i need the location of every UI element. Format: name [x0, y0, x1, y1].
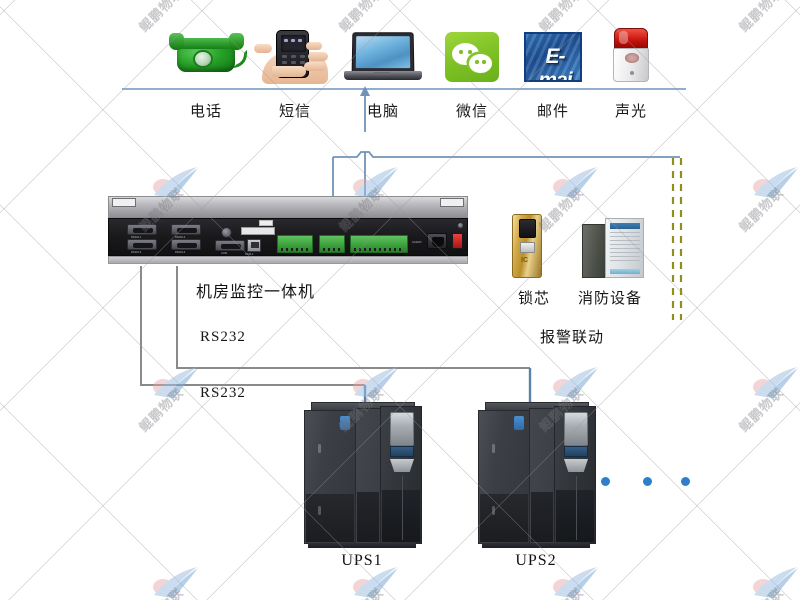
ups-vent-grille: [564, 459, 588, 472]
notification-channel-sms[interactable]: 短信: [252, 22, 338, 121]
rs232-label-lower: RS232: [200, 385, 246, 401]
notification-channel-email[interactable]: E-mai 邮件: [510, 22, 596, 121]
notification-label: 电脑: [366, 104, 399, 120]
ups-unit-2[interactable]: [478, 402, 596, 552]
rack-monitoring-device[interactable]: RS232-1 RS232-2 RS232-3 RS232-4 COM RJ45…: [108, 196, 468, 264]
notification-bus-bar: [333, 151, 680, 158]
sound-light-alarm-icon: [588, 22, 674, 84]
ups-brand-badge: [514, 416, 524, 430]
lock-label: 锁芯: [518, 291, 551, 307]
email-icon: E-mai: [510, 22, 596, 84]
wechat-icon: [429, 22, 515, 84]
ups-door-handle-lower[interactable]: [318, 506, 321, 515]
round-antenna-port[interactable]: [221, 227, 232, 238]
terminal-block-2[interactable]: [319, 235, 345, 253]
device-info-label: [241, 227, 275, 235]
ethernet-port-rj45[interactable]: [247, 239, 261, 252]
ground-screw: [457, 222, 464, 229]
device-chassis-top: [108, 196, 468, 218]
notification-label: 声光: [614, 104, 647, 120]
alarm-linkage-group-label: 报警联动: [540, 330, 605, 346]
rack-ear-right: [440, 198, 464, 207]
lock-core-icon: IC: [512, 214, 542, 278]
notification-channel-phone[interactable]: 电话: [163, 22, 249, 121]
notification-label: 邮件: [536, 104, 569, 120]
rack-device-caption: 机房监控一体机: [196, 284, 316, 301]
door-lock-device[interactable]: IC: [512, 214, 542, 278]
fire-protection-device[interactable]: [582, 218, 644, 278]
ups-unit-1[interactable]: [304, 402, 422, 552]
ups-vent-grille: [390, 459, 414, 472]
notification-label: 短信: [278, 104, 311, 120]
notification-channel-wechat[interactable]: 微信: [429, 22, 515, 121]
serial-port-rs232-2[interactable]: [171, 224, 201, 235]
rack-ear-left: [112, 198, 136, 207]
notification-label: 微信: [455, 104, 488, 120]
lock-brand-text: IC: [521, 257, 528, 264]
status-dot-2: [643, 477, 652, 486]
terminal-block-3[interactable]: [350, 235, 408, 253]
notification-channel-sound-light[interactable]: 声光: [588, 22, 674, 121]
mobile-sms-icon: [252, 22, 338, 84]
ups-door-handle-lower[interactable]: [492, 506, 495, 515]
fire-cabinet-front: [605, 218, 644, 278]
fire-cabinet-side: [582, 224, 606, 278]
arrow-head-up-icon: [360, 86, 370, 96]
fire-display-icon: [610, 223, 640, 229]
ups-lcd-display: [564, 446, 588, 457]
ups-2-label: UPS2: [515, 552, 557, 569]
device-chassis-base: [108, 256, 468, 264]
ups-control-panel[interactable]: [390, 412, 414, 446]
ups-control-panel[interactable]: [564, 412, 588, 446]
fire-equipment-label: 消防设备: [578, 291, 643, 307]
status-dot-1: [601, 477, 610, 486]
serial-port-rs232-4[interactable]: [171, 239, 201, 250]
terminal-block-1[interactable]: [277, 235, 313, 253]
ups-door-handle-upper[interactable]: [492, 444, 495, 453]
serial-port-rs232-3[interactable]: [127, 239, 157, 250]
rs232-label-upper: RS232: [200, 329, 246, 345]
notification-label: 电话: [189, 104, 222, 120]
serial-port-com[interactable]: [215, 240, 245, 251]
power-inlet-socket[interactable]: [427, 233, 447, 249]
ups-brand-badge: [340, 416, 350, 430]
serial-number-sticker: [259, 220, 273, 226]
ups-1-label: UPS1: [341, 552, 383, 569]
power-switch[interactable]: [452, 233, 463, 249]
status-dot-3: [681, 477, 690, 486]
ups-lcd-display: [390, 446, 414, 457]
laptop-computer-icon: [340, 22, 426, 84]
notification-channel-computer[interactable]: 电脑: [340, 22, 426, 121]
serial-port-rs232-1[interactable]: [127, 224, 157, 235]
notification-channels-row: 电话: [0, 22, 800, 132]
device-rear-panel: RS232-1 RS232-2 RS232-3 RS232-4 COM RJ45…: [108, 218, 468, 256]
rs232-wire-lower: [140, 266, 365, 386]
ups-door-handle-upper[interactable]: [318, 444, 321, 453]
email-icon-text: E-mai: [538, 45, 572, 82]
telephone-icon: [163, 22, 249, 84]
